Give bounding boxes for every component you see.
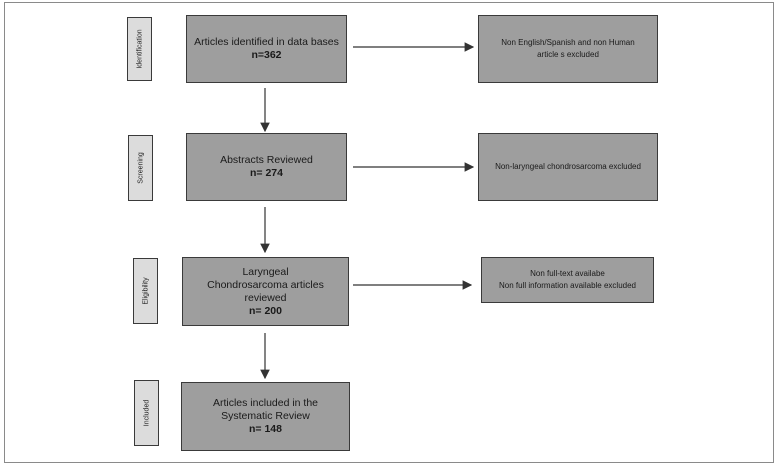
identification-exclusion-line-1: Non English/Spanish and non Human (501, 38, 635, 47)
identification-count: n=362 (251, 49, 282, 61)
eligibility-count: n= 200 (249, 304, 282, 317)
figure-frame (4, 2, 774, 463)
screening-exclusion-box: Non-laryngeal chondrosarcoma excluded (478, 133, 658, 201)
stage-label-screening-text: Screening (137, 152, 144, 184)
eligibility-text: Laryngeal Chondrosarcoma articles review… (207, 265, 324, 304)
identification-exclusion-box: Non English/Spanish and non Human articl… (478, 15, 658, 83)
stage-label-identification-text: Identification (136, 29, 143, 69)
eligibility-exclusion-box: Non full-text availabe Non full informat… (481, 257, 654, 303)
identification-text: Articles identified in data bases (194, 36, 339, 48)
eligibility-box: Laryngeal Chondrosarcoma articles review… (182, 257, 349, 326)
eligibility-exclusion-line-1: Non full-text availabe (530, 269, 605, 278)
included-count: n= 148 (249, 423, 282, 435)
stage-label-identification: Identification (127, 17, 152, 81)
stage-label-eligibility: Eligibility (133, 258, 158, 324)
included-text: Articles included in the Systematic Revi… (212, 397, 319, 422)
included-box: Articles included in the Systematic Revi… (181, 382, 350, 451)
stage-label-eligibility-text: Eligibility (142, 277, 149, 305)
eligibility-exclusion-line-2: Non full information available excluded (499, 281, 636, 290)
identification-exclusion-line-2: article s excluded (537, 50, 599, 59)
stage-label-screening: Screening (128, 135, 153, 201)
screening-count: n= 274 (250, 167, 283, 179)
screening-box: Abstracts Reviewed n= 274 (186, 133, 347, 201)
screening-text: Abstracts Reviewed (220, 154, 313, 166)
screening-exclusion-line-1: Non-laryngeal chondrosarcoma excluded (495, 162, 641, 171)
identification-box: Articles identified in data bases n=362 (186, 15, 347, 83)
stage-label-included: Included (134, 380, 159, 446)
stage-label-included-text: Included (143, 399, 150, 427)
